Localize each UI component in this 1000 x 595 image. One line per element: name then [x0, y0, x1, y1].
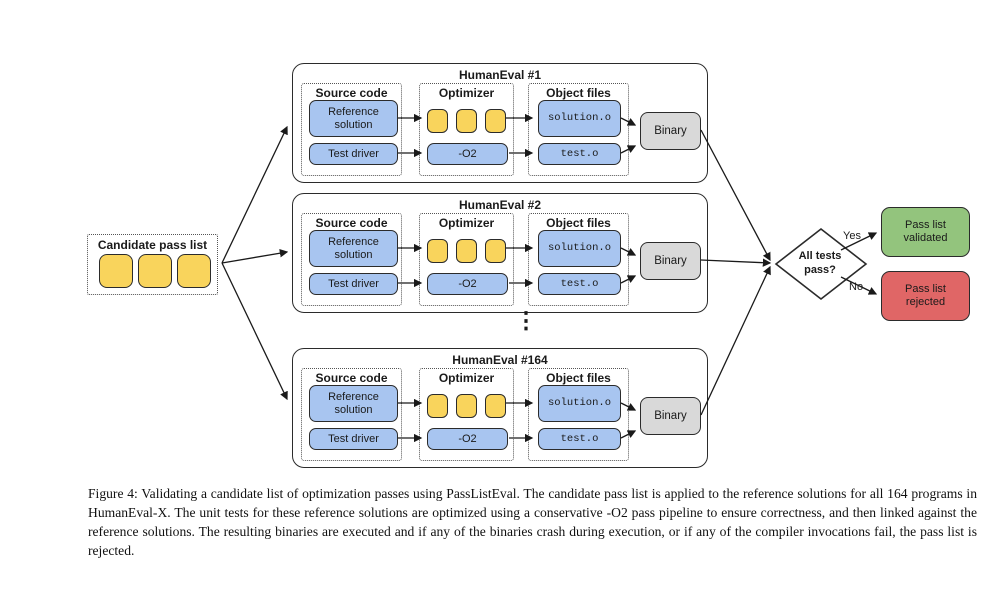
pass-list-rejected-box: Pass list rejected	[881, 271, 970, 321]
object-files-label: Object files	[546, 86, 611, 100]
figure-caption: Figure 4: Validating a candidate list of…	[88, 486, 977, 558]
pass-chip	[99, 254, 133, 288]
test-driver-box: Test driver	[309, 428, 398, 450]
object-files-group: Object files	[528, 213, 629, 306]
reference-solution-box: Reference solution	[309, 100, 398, 137]
humaneval-block-1: HumanEval #1 Source code Optimizer Objec…	[292, 63, 708, 183]
no-edge-label: No	[849, 281, 864, 293]
pass-chip	[177, 254, 211, 288]
source-code-group: Source code	[301, 213, 402, 306]
o2-flag-box: -O2	[427, 273, 508, 295]
pass-chip	[138, 254, 172, 288]
source-code-label: Source code	[315, 86, 388, 100]
o2-flag-box: -O2	[427, 143, 508, 165]
optimizer-label: Optimizer	[438, 371, 495, 385]
test-object-box: test.o	[538, 273, 621, 295]
optimizer-label: Optimizer	[438, 216, 495, 230]
decision-question: All tests pass?	[798, 250, 842, 276]
source-code-group: Source code	[301, 368, 402, 461]
o2-flag-box: -O2	[427, 428, 508, 450]
optimizer-group: Optimizer	[419, 368, 514, 461]
optimizer-group: Optimizer	[419, 213, 514, 306]
source-code-group: Source code	[301, 83, 402, 176]
object-files-group: Object files	[528, 368, 629, 461]
pass-chip	[456, 239, 477, 263]
pass-chip	[485, 109, 506, 133]
solution-object-box: solution.o	[538, 100, 621, 137]
block-title: HumanEval #164	[452, 353, 548, 367]
binary-box: Binary	[640, 397, 701, 435]
yes-edge-label: Yes	[843, 230, 861, 242]
pass-chip	[427, 109, 448, 133]
pass-list-validated-box: Pass list validated	[881, 207, 970, 257]
humaneval-block-164: HumanEval #164 Source code Optimizer Obj…	[292, 348, 708, 468]
pass-chip	[485, 239, 506, 263]
solution-object-box: solution.o	[538, 230, 621, 267]
candidate-pass-list-label: Candidate pass list	[97, 238, 208, 252]
test-object-box: test.o	[538, 143, 621, 165]
vertical-ellipsis: ⋮	[514, 307, 538, 333]
test-driver-box: Test driver	[309, 273, 398, 295]
pass-chip	[456, 394, 477, 418]
pass-chip	[427, 239, 448, 263]
pass-chip	[427, 394, 448, 418]
pass-chip	[485, 394, 506, 418]
optimizer-group: Optimizer	[419, 83, 514, 176]
test-driver-box: Test driver	[309, 143, 398, 165]
test-object-box: test.o	[538, 428, 621, 450]
solution-object-box: solution.o	[538, 385, 621, 422]
reference-solution-box: Reference solution	[309, 230, 398, 267]
pass-chip	[456, 109, 477, 133]
binary-box: Binary	[640, 242, 701, 280]
source-code-label: Source code	[315, 371, 388, 385]
object-files-group: Object files	[528, 83, 629, 176]
block-title: HumanEval #2	[458, 198, 542, 212]
reference-solution-box: Reference solution	[309, 385, 398, 422]
block-title: HumanEval #1	[458, 68, 542, 82]
optimizer-label: Optimizer	[438, 86, 495, 100]
source-code-label: Source code	[315, 216, 388, 230]
binary-box: Binary	[640, 112, 701, 150]
object-files-label: Object files	[546, 216, 611, 230]
humaneval-block-2: HumanEval #2 Source code Optimizer Objec…	[292, 193, 708, 313]
object-files-label: Object files	[546, 371, 611, 385]
candidate-pass-list-group: Candidate pass list	[87, 234, 218, 295]
